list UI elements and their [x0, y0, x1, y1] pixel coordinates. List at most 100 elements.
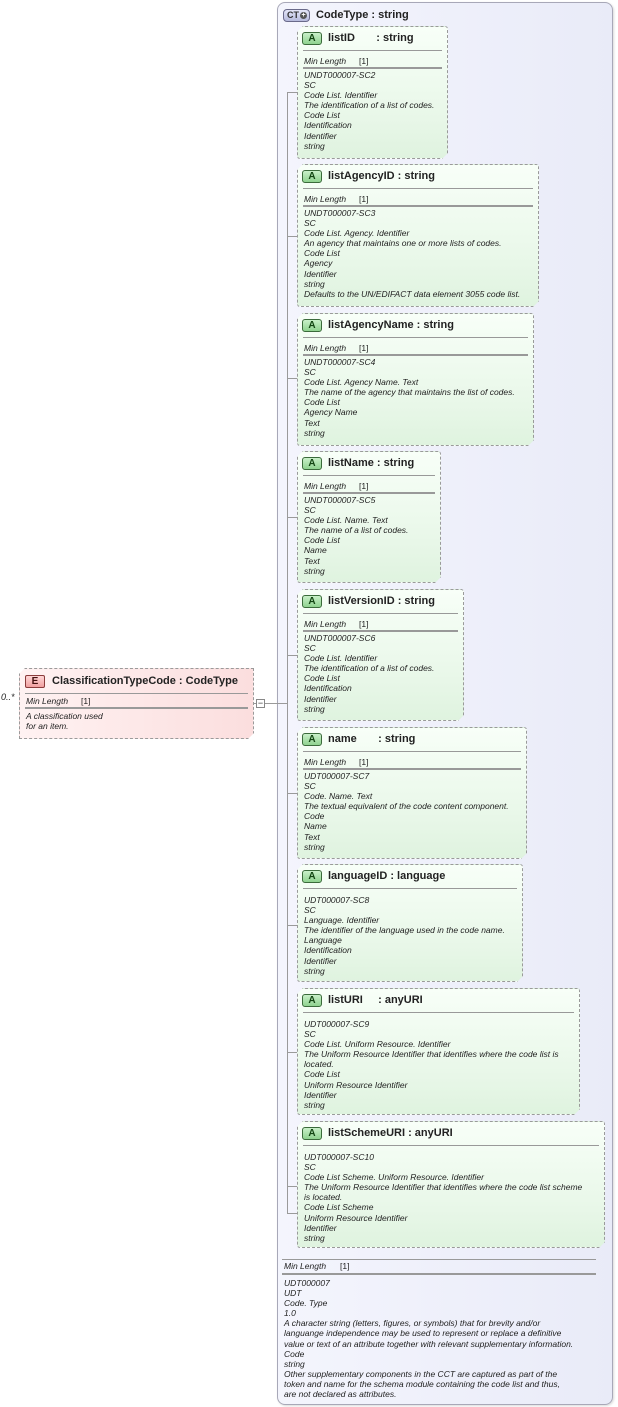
collapse-toggle[interactable]: − — [256, 699, 265, 708]
attribute-doc-line: Code List Scheme. Uniform Resource. Iden… — [304, 1172, 484, 1183]
attribute-doc-line: is located. — [304, 1192, 343, 1203]
attribute-facet-rule — [303, 205, 533, 207]
attribute-doc-line: Identification — [304, 120, 352, 131]
attribute-doc-line: Name — [304, 545, 327, 556]
attribute-facet-value: [1] — [359, 194, 369, 204]
attribute-title-rule — [303, 613, 458, 614]
attribute-badge-text: A — [308, 171, 316, 182]
type-footer-doc-line: languange independence may be used to re… — [284, 1328, 562, 1339]
element-box[interactable]: E ClassificationTypeCode : CodeType Min … — [19, 668, 254, 739]
attribute-doc-line: Identifier — [304, 1222, 337, 1233]
attribute-doc-line: string — [304, 1232, 325, 1243]
connector-element-to-collapse — [253, 703, 257, 704]
type-footer-facet-label: Min Length — [284, 1261, 327, 1271]
attribute-title: listURI : anyURI — [328, 994, 423, 1006]
element-title: ClassificationTypeCode : CodeType — [52, 675, 239, 687]
type-footer-doc-line: string — [284, 1358, 305, 1369]
attribute-doc-line: Text — [304, 417, 320, 428]
connector-branch — [287, 378, 298, 379]
attribute-doc-line: UNDT000007-SC6 — [304, 633, 376, 643]
attribute-doc-line: SC — [304, 781, 316, 792]
attribute-doc-line: The identification of a list of codes. — [304, 663, 435, 674]
element-facet-value: [1] — [81, 696, 91, 706]
attribute-doc-line: Code List — [304, 535, 340, 546]
expand-plus-icon[interactable]: + — [300, 12, 307, 19]
attribute-doc-line: Text — [304, 831, 320, 842]
attribute-badge: A — [302, 457, 322, 470]
attribute-doc-line: string — [304, 965, 325, 976]
element-facet-rule — [25, 707, 248, 709]
attribute-facet-rule — [303, 492, 435, 494]
attribute-doc-line: The Uniform Resource Identifier that ide… — [304, 1182, 583, 1193]
type-footer-doc-line: 1.0 — [284, 1308, 296, 1319]
element-badge-text: E — [31, 676, 39, 687]
collapse-minus-icon: − — [257, 698, 264, 708]
attribute-facet-rule — [303, 768, 521, 770]
attribute-badge-text: A — [308, 734, 316, 745]
attribute-badge-text: A — [308, 871, 316, 882]
attribute-doc-line: Identification — [304, 945, 352, 956]
attribute-title-rule — [303, 50, 442, 51]
attribute-doc-line: UDT000007-SC8 — [304, 895, 370, 905]
type-footer-doc-line: are not declared as attributes. — [284, 1389, 397, 1400]
attribute-title-rule — [303, 337, 528, 338]
attribute-doc-line: Code List Scheme — [304, 1202, 374, 1213]
attribute-doc-line: Code List. Uniform Resource. Identifier — [304, 1039, 451, 1050]
connector-branch — [287, 517, 298, 518]
attribute-title: listSchemeURI : anyURI — [328, 1127, 453, 1139]
attribute-doc-line: Agency Name — [304, 407, 358, 418]
attribute-badge-text: A — [308, 995, 316, 1006]
attribute-doc-line: UNDT000007-SC4 — [304, 357, 376, 367]
attribute-badge: A — [302, 733, 322, 746]
attribute-doc-line: The identification of a list of codes. — [304, 100, 435, 111]
type-footer-facet-rule — [282, 1273, 596, 1275]
connector-branch — [287, 655, 298, 656]
attribute-doc-line: string — [304, 703, 325, 714]
attribute-badge-text: A — [308, 1128, 316, 1139]
attribute-title-rule — [303, 1012, 574, 1013]
connector-branch — [287, 793, 298, 794]
type-footer-top-rule — [282, 1259, 596, 1260]
attribute-doc-line: located. — [304, 1059, 334, 1070]
attribute-doc-line: Uniform Resource Identifier — [304, 1079, 408, 1090]
attribute-doc-line: Code List. Identifier — [304, 90, 378, 101]
attribute-badge-text: A — [308, 458, 316, 469]
connector-branch — [287, 1213, 298, 1214]
attribute-doc-line: SC — [304, 367, 316, 378]
attribute-doc-line: The identifier of the language used in t… — [304, 925, 505, 936]
complex-type-badge: CT + — [283, 9, 310, 22]
attribute-doc-line: string — [304, 140, 325, 151]
attribute-doc-line: Code. Name. Text — [304, 791, 373, 802]
attribute-badge: A — [302, 170, 322, 183]
attribute-doc-line: string — [304, 841, 325, 852]
attribute-doc-line: The Uniform Resource Identifier that ide… — [304, 1049, 559, 1060]
element-doc-line: for an item. — [26, 721, 69, 732]
attribute-facet-value: [1] — [359, 757, 369, 767]
type-footer-doc-line: Other supplementary components in the CC… — [284, 1368, 558, 1379]
attribute-doc-line: SC — [304, 505, 316, 516]
attribute-title: listID : string — [328, 32, 414, 44]
attribute-badge: A — [302, 595, 322, 608]
element-doc: A classification used for an item. — [26, 711, 249, 731]
attribute-doc-line: SC — [304, 905, 316, 916]
attribute-title-rule — [303, 888, 517, 889]
attribute-facet-rule — [303, 630, 458, 632]
attribute-title-rule — [303, 475, 435, 476]
type-footer-doc-line: UDT — [284, 1288, 302, 1299]
attribute-facet-value: [1] — [359, 56, 369, 66]
attribute-title: listVersionID : string — [328, 595, 435, 607]
attribute-badge-text: A — [308, 320, 316, 331]
